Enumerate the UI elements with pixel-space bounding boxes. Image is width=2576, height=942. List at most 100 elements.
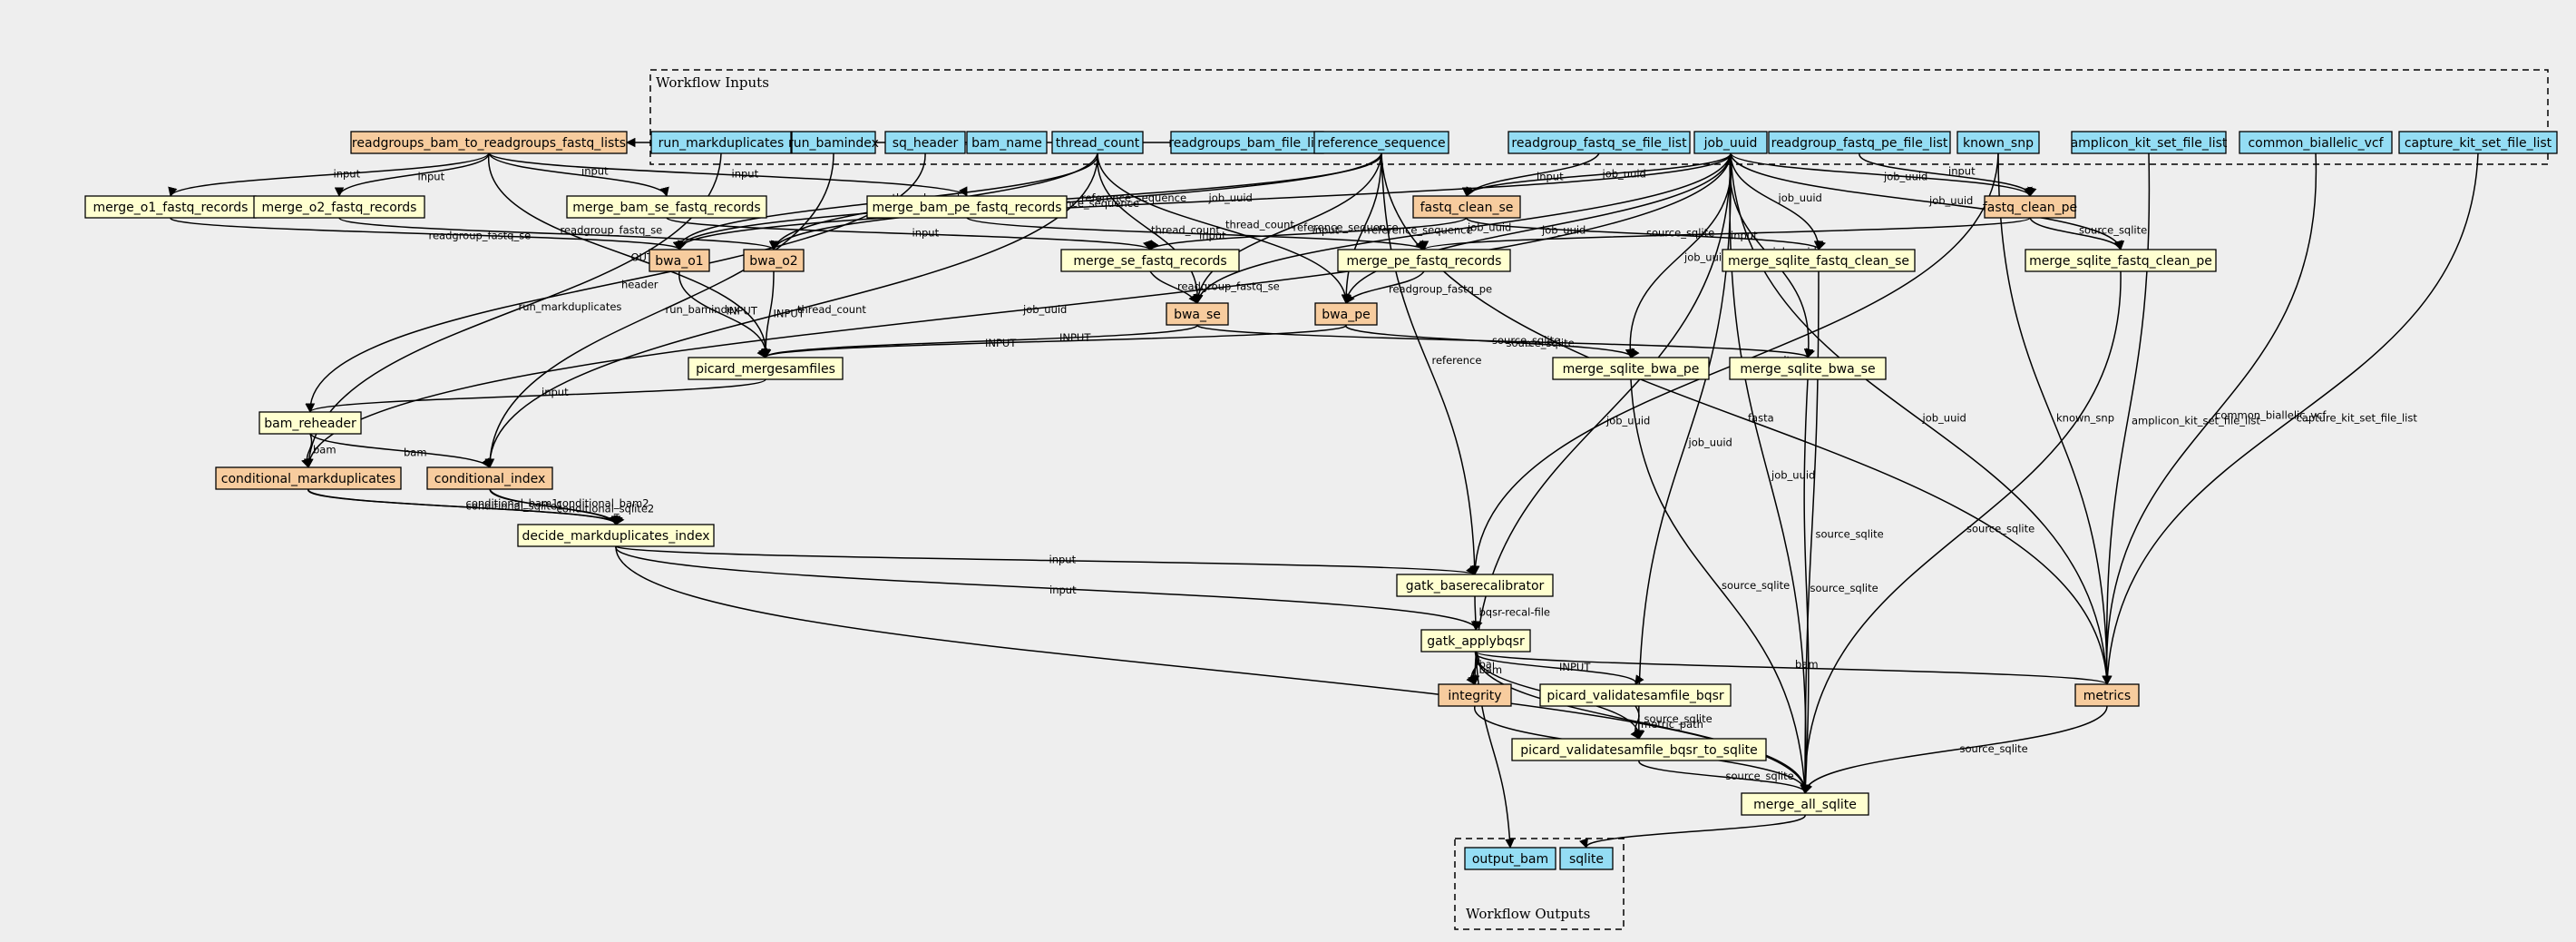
node-output-bam[interactable]: output_bam xyxy=(1464,847,1556,870)
edge-label: job_uuid xyxy=(1778,191,1822,204)
edge-label: known_snp xyxy=(2056,412,2114,425)
node-bwa-se[interactable]: bwa_se xyxy=(1166,302,1229,326)
edge-reference-sequence-to-gatk-baserecalibrator xyxy=(1381,152,1480,576)
edge-fastq-clean-se-to-merge-sqlite-fastq-clean-se xyxy=(1466,217,1826,251)
node-box xyxy=(1508,131,1691,154)
edge-label: conditional_bam1 xyxy=(466,497,559,510)
node-label: conditional_markduplicates xyxy=(221,472,395,486)
node-merge-sqlite-bwa-se[interactable]: merge_sqlite_bwa_se xyxy=(1729,357,1887,380)
node-picard-mergesamfiles[interactable]: picard_mergesamfiles xyxy=(688,357,844,380)
node-label: common_biallelic_vcf xyxy=(2248,136,2384,151)
edge-label: input xyxy=(912,227,940,240)
node-readgroups-bam-file-list[interactable]: readgroups_bam_file_list xyxy=(1168,131,1326,154)
node-box xyxy=(688,357,844,380)
node-label: merge_bam_se_fastq_records xyxy=(572,201,760,215)
node-amplicon-kit-set-file-list[interactable]: amplicon_kit_set_file_list xyxy=(2071,131,2228,154)
node-box xyxy=(215,466,402,490)
edge-thread-count-to-bwa-se xyxy=(1097,152,1203,305)
node-readgroups-bam-to-readgroups-fastq-lists[interactable]: readgroups_bam_to_readgroups_fastq_lists xyxy=(350,131,628,154)
edge-label: job_uuid xyxy=(1683,251,1728,264)
node-box xyxy=(259,411,362,435)
node-integrity[interactable]: integrity xyxy=(1438,683,1512,707)
edge-label: readgroup_fastq_se xyxy=(561,224,663,237)
node-conditional-index[interactable]: conditional_index xyxy=(426,466,553,490)
node-label: bwa_se xyxy=(1174,308,1221,322)
node-label: picard_validatesamfile_bqsr_to_sqlite xyxy=(1520,743,1757,758)
edge-label: header xyxy=(621,279,659,291)
node-gatk-applybqsr[interactable]: gatk_applybqsr xyxy=(1420,629,1531,653)
node-decide-markduplicates-index[interactable]: decide_markduplicates_index xyxy=(517,524,715,547)
node-merge-sqlite-bwa-pe[interactable]: merge_sqlite_bwa_pe xyxy=(1552,357,1710,380)
node-box xyxy=(566,195,767,219)
node-capture-kit-set-file-list[interactable]: capture_kit_set_file_list xyxy=(2398,131,2558,154)
node-bam-name[interactable]: bam_name xyxy=(966,131,1048,154)
node-box xyxy=(1412,195,1521,219)
edge-fastq-clean-pe-to-merge-pe-fastq-records xyxy=(1420,217,2031,251)
edge-label: reference_sequence xyxy=(1081,191,1186,204)
node-thread-count[interactable]: thread_count xyxy=(1051,131,1144,154)
edge-bam-reheader-to-conditional-markduplicates xyxy=(301,433,313,468)
edge-label: source_sqlite xyxy=(1960,742,2028,755)
node-bam-reheader[interactable]: bam_reheader xyxy=(259,411,362,435)
node-merge-all-sqlite[interactable]: merge_all_sqlite xyxy=(1741,792,1869,816)
node-merge-o2-fastq-records[interactable]: merge_o2_fastq_records xyxy=(253,195,425,219)
node-label: reference_sequence xyxy=(1317,136,1445,151)
node-box xyxy=(1420,629,1531,653)
edge-label: conditional_bam2 xyxy=(557,497,649,510)
edge-label: bam xyxy=(404,446,427,459)
node-gatk-baserecalibrator[interactable]: gatk_baserecalibrator xyxy=(1396,574,1554,597)
node-readgroup-fastq-se-file-list[interactable]: readgroup_fastq_se_file_list xyxy=(1508,131,1691,154)
node-conditional-markduplicates[interactable]: conditional_markduplicates xyxy=(215,466,402,490)
node-label: picard_mergesamfiles xyxy=(696,362,835,377)
edge-label: conditional_sqlite2 xyxy=(557,503,655,515)
edge-label: source_sqlite xyxy=(1816,528,1884,541)
node-fastq-clean-se[interactable]: fastq_clean_se xyxy=(1412,195,1521,219)
edge-gatk-applybqsr-to-picard-validatesamfile-bqsr xyxy=(1475,651,1644,685)
edge-reference-sequence-to-bwa-se xyxy=(1193,152,1382,305)
node-box xyxy=(1170,131,1324,154)
node-picard-validatesamfile-bqsr-to-sqlite[interactable]: picard_validatesamfile_bqsr_to_sqlite xyxy=(1511,738,1767,761)
node-sqlite[interactable]: sqlite xyxy=(1559,847,1614,870)
edge-decide-markduplicates-index-to-gatk-baserecalibrator xyxy=(615,545,1476,575)
edge-label: thread_count xyxy=(1225,219,1294,231)
node-merge-bam-se-fastq-records[interactable]: merge_bam_se_fastq_records xyxy=(566,195,767,219)
edge-gatk-applybqsr-to-metrics xyxy=(1475,651,2112,686)
node-metrics[interactable]: metrics xyxy=(2074,683,2140,707)
edge-picard-validatesamfile-bqsr-to-sqlite-to-merge-all-sqlite xyxy=(1638,760,1812,794)
edge-merge-all-sqlite-to-sqlite xyxy=(1579,814,1806,849)
node-sq-header[interactable]: sq_header xyxy=(884,131,966,154)
node-readgroup-fastq-pe-file-list[interactable]: readgroup_fastq_pe_file_list xyxy=(1768,131,1951,154)
node-merge-pe-fastq-records[interactable]: merge_pe_fastq_records xyxy=(1337,249,1511,272)
node-common-biallelic-vcf[interactable]: common_biallelic_vcf xyxy=(2239,131,2393,154)
node-bwa-pe[interactable]: bwa_pe xyxy=(1314,302,1378,326)
node-fastq-clean-pe[interactable]: fastq_clean_pe xyxy=(1983,195,2077,219)
edge-label: source_sqlite xyxy=(1507,337,1575,349)
node-merge-se-fastq-records[interactable]: merge_se_fastq_records xyxy=(1060,249,1240,272)
node-known-snp[interactable]: known_snp xyxy=(1956,131,2040,154)
edge-label: source_sqlite xyxy=(1726,770,1794,782)
node-bwa-o2[interactable]: bwa_o2 xyxy=(743,249,805,272)
node-merge-bam-pe-fastq-records[interactable]: merge_bam_pe_fastq_records xyxy=(866,195,1068,219)
edge-label: input xyxy=(1312,224,1340,237)
node-merge-sqlite-fastq-clean-pe[interactable]: merge_sqlite_fastq_clean_pe xyxy=(2025,249,2217,272)
node-merge-sqlite-fastq-clean-se[interactable]: merge_sqlite_fastq_clean_se xyxy=(1722,249,1916,272)
node-box xyxy=(1337,249,1511,272)
node-merge-o1-fastq-records[interactable]: merge_o1_fastq_records xyxy=(84,195,257,219)
node-box xyxy=(743,249,805,272)
edge-decide-markduplicates-index-to-gatk-applybqsr xyxy=(615,545,1483,632)
node-job-uuid[interactable]: job_uuid xyxy=(1693,131,1768,154)
node-box xyxy=(2071,131,2227,154)
node-run-markduplicates[interactable]: run_markduplicates xyxy=(650,131,792,154)
node-label: merge_sqlite_bwa_se xyxy=(1740,362,1875,377)
node-run-bamindex[interactable]: run_bamindex xyxy=(788,131,879,154)
edge-label: bqsr-recal-file xyxy=(1479,606,1551,619)
edge-label: input xyxy=(418,171,445,183)
node-label: merge_bam_pe_fastq_records xyxy=(872,201,1061,215)
node-box xyxy=(517,524,715,547)
node-box xyxy=(1984,195,2076,219)
edge-merge-sqlite-bwa-se-to-merge-all-sqlite xyxy=(1800,378,1810,795)
node-reference-sequence[interactable]: reference_sequence xyxy=(1313,131,1449,154)
node-picard-validatesamfile-bqsr[interactable]: picard_validatesamfile_bqsr xyxy=(1539,683,1732,707)
node-bwa-o1[interactable]: bwa_o1 xyxy=(649,249,710,272)
edge-label: INPUT xyxy=(1559,661,1591,673)
